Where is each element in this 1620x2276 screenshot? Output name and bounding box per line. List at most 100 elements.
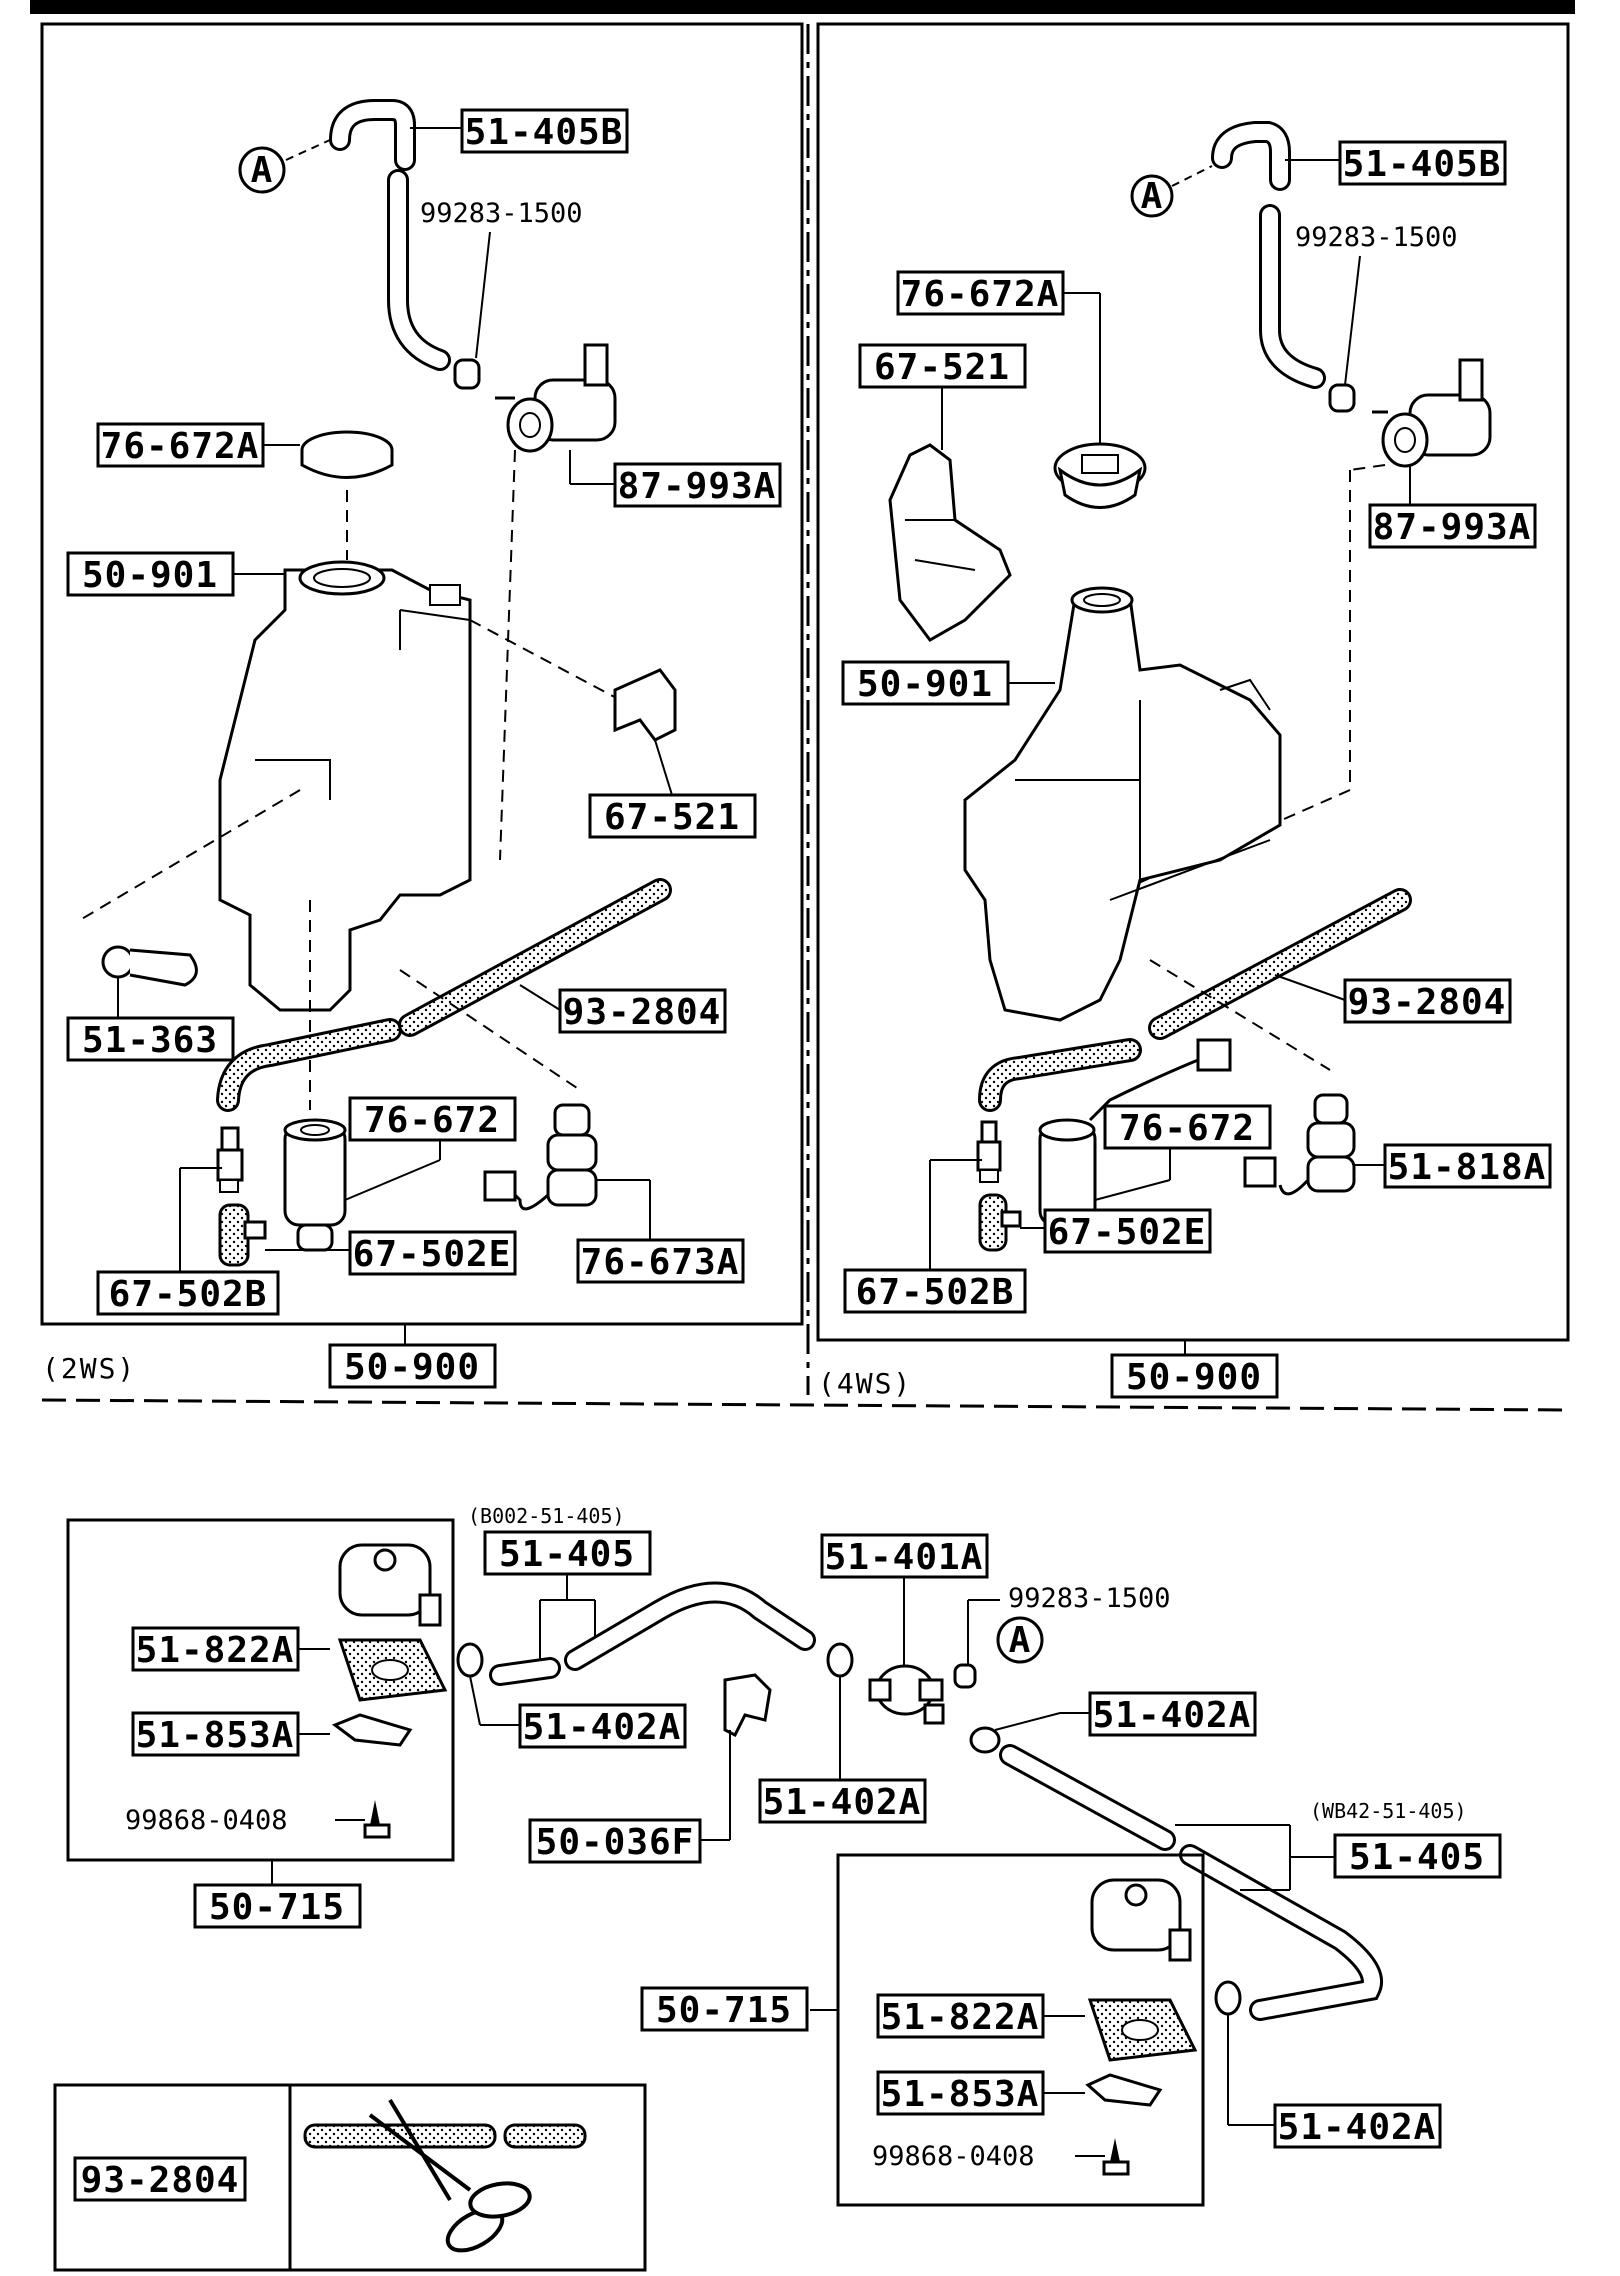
part-number-text: 99283-1500 <box>420 198 583 229</box>
label-box <box>348 1096 517 1142</box>
label-box <box>518 1703 687 1749</box>
part-label: 93-2804 <box>81 2160 240 2201</box>
washer-pump <box>283 1118 347 1252</box>
hose-reference: (B002-51-405) <box>468 1504 625 1528</box>
part-label: 51-401A <box>825 1537 984 1578</box>
retainer <box>723 1673 772 1738</box>
label-box <box>613 462 782 508</box>
part-label: 50-901 <box>82 555 218 596</box>
label-box <box>1103 1104 1272 1150</box>
clip <box>1085 2073 1163 2107</box>
section-separator <box>41 1398 1571 1412</box>
part-label: 51-405 <box>499 1534 635 1575</box>
check-valve <box>868 1664 945 1725</box>
nozzle-packing <box>1087 1998 1198 2062</box>
label-box <box>876 1993 1045 2039</box>
screw <box>1102 2138 1130 2176</box>
bracket <box>888 443 1012 642</box>
label-box <box>66 1016 235 1062</box>
label-box <box>1343 978 1512 1024</box>
nozzle <box>216 1126 244 1193</box>
hose-cut-illustration <box>303 2123 587 2149</box>
label-box <box>348 1230 517 1276</box>
part-label: 50-901 <box>857 664 993 705</box>
label-box <box>896 270 1065 316</box>
part-label: 93-2804 <box>1348 982 1507 1023</box>
nozzle-kit-frame <box>836 1853 1205 2207</box>
part-label: 51-402A <box>763 1782 922 1823</box>
joint <box>218 1203 267 1267</box>
label-box <box>758 1778 927 1824</box>
label-box <box>841 660 1010 706</box>
pump-motor <box>1372 358 1492 468</box>
label-box <box>460 108 629 154</box>
panel-2ws: A 51-405B 99283-1500 87-993A 76-672A <box>40 22 804 1389</box>
reservoir-tank <box>218 560 472 1012</box>
part-label: 51-363 <box>82 1020 218 1061</box>
bulk-hose-frame <box>53 2083 647 2272</box>
part-label: 76-672 <box>1119 1108 1255 1149</box>
scissors-icon <box>368 2098 532 2253</box>
screw <box>363 1800 391 1839</box>
reservoir-tank <box>963 586 1282 1022</box>
part-label: 50-900 <box>1126 1357 1262 1398</box>
label-box <box>1273 2103 1442 2149</box>
label-box <box>1088 1691 1257 1737</box>
part-label: 51-402A <box>523 1707 682 1748</box>
part-label: 51-853A <box>136 1715 295 1756</box>
part-label: 51-822A <box>881 1997 1040 2038</box>
label-box <box>1110 1353 1279 1399</box>
part-label: 51-818A <box>1388 1147 1547 1188</box>
part-label: 67-502B <box>856 1272 1015 1313</box>
level-sensor <box>483 1103 598 1211</box>
part-number-text: 99868-0408 <box>125 1805 288 1836</box>
part-label: 93-2804 <box>563 992 722 1033</box>
part-label: 67-502B <box>109 1274 268 1315</box>
part-label: 50-036F <box>536 1822 695 1863</box>
label-box <box>640 1986 809 2032</box>
part-label: 50-715 <box>209 1887 345 1928</box>
clip <box>331 1713 413 1747</box>
part-number-text: 99283-1500 <box>1008 1583 1171 1614</box>
label-box <box>193 1883 362 1929</box>
variant-caption: (2WS) <box>42 1352 136 1385</box>
label-box <box>1043 1208 1212 1254</box>
part-label: 51-402A <box>1093 1695 1252 1736</box>
part-number-text: 99868-0408 <box>872 2141 1035 2172</box>
part-label: 51-853A <box>881 2074 1040 2115</box>
label-box <box>96 422 265 468</box>
part-label: 76-672A <box>101 426 260 467</box>
ref-a-letter: A <box>1009 1620 1032 1661</box>
label-box <box>843 1268 1027 1314</box>
part-label: 50-715 <box>656 1990 792 2031</box>
label-box <box>328 1343 497 1389</box>
part-label: 76-672 <box>364 1100 500 1141</box>
variant-caption: (4WS) <box>818 1367 912 1400</box>
label-box <box>558 988 727 1034</box>
label-box <box>576 1238 745 1284</box>
part-label: 87-993A <box>618 466 777 507</box>
label-box <box>858 343 1027 389</box>
part-label: 51-405 <box>1349 1837 1485 1878</box>
label-box <box>1368 503 1537 549</box>
part-label: 51-402A <box>1278 2107 1437 2148</box>
label-box <box>1333 1833 1502 1879</box>
label-box <box>131 1711 300 1757</box>
washer-nozzle <box>1090 1878 1192 1962</box>
panel-4ws: A 51-405B 99283-1500 76-672A 67-521 <box>816 22 1570 1400</box>
part-label: 51-405B <box>465 112 624 153</box>
bracket <box>613 668 677 742</box>
part-label: 67-502E <box>353 1234 512 1275</box>
label-box <box>483 1530 652 1576</box>
part-label: 67-502E <box>1048 1212 1207 1253</box>
label-box <box>528 1818 702 1864</box>
nozzle-packing <box>337 1638 448 1702</box>
part-number-text: 99283-1500 <box>1295 222 1458 253</box>
pump-motor <box>495 343 617 453</box>
lower-section: 51-822A 51-853A 99868-0408 50-715 (B002-… <box>53 1504 1502 2272</box>
ref-a-letter: A <box>251 150 274 191</box>
part-label: 67-521 <box>604 797 740 838</box>
level-sensor <box>1243 1093 1356 1196</box>
label-box <box>588 793 757 839</box>
